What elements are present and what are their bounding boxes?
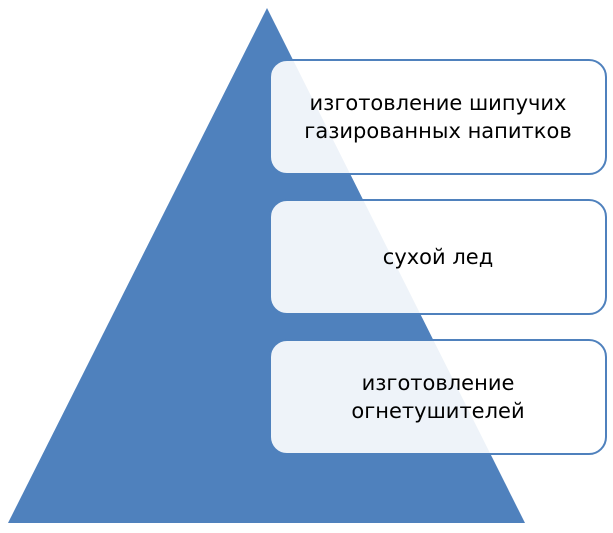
pyramid-item-middle: сухой лед [269, 199, 607, 315]
pyramid-item-label: изготовление шипучих газированных напитк… [304, 91, 572, 143]
pyramid-item-label: сухой лед [382, 245, 494, 269]
pyramid-item-label: изготовление огнетушителей [351, 371, 525, 423]
pyramid-item-bottom: изготовление огнетушителей [269, 339, 607, 455]
pyramid-item-top: изготовление шипучих газированных напитк… [269, 59, 607, 175]
